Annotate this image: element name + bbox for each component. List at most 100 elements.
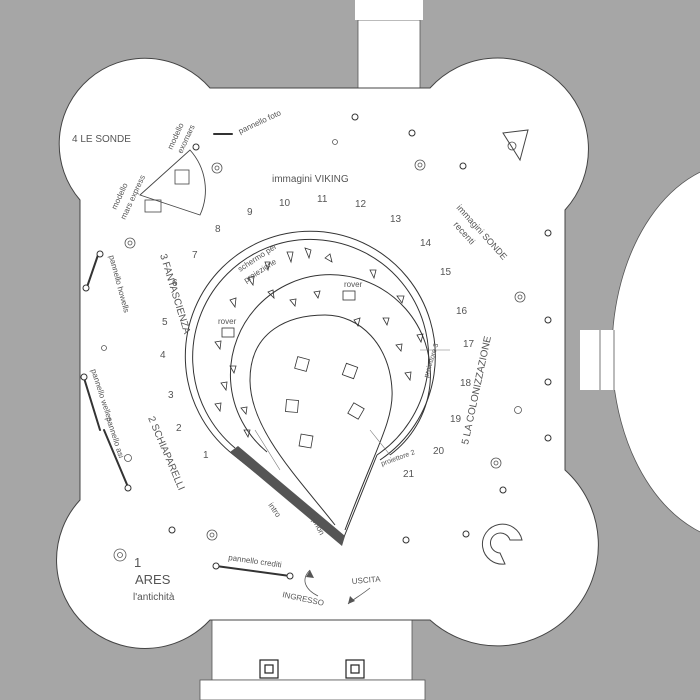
label-ares: ARES: [135, 572, 171, 587]
seat-number: 5: [162, 317, 168, 328]
seat: [286, 251, 294, 264]
seat-number: 8: [215, 224, 221, 235]
marker: [124, 484, 132, 492]
marker: [96, 250, 104, 258]
seat: [214, 340, 222, 351]
seat: [289, 298, 297, 307]
seat: [404, 371, 412, 382]
label-rover-1: rover: [344, 280, 363, 289]
entrance-vestibule: [211, 619, 413, 681]
marker: [80, 373, 88, 381]
seat: [416, 333, 424, 344]
seat-number: 7: [192, 250, 198, 261]
seat: [324, 253, 333, 263]
display-triangle: [502, 129, 529, 162]
label-sonde: 4 LE SONDE: [72, 134, 131, 145]
ingresso-arrow: [304, 569, 319, 597]
seat: [243, 429, 251, 439]
seat-number: 15: [440, 267, 452, 278]
seat: [369, 269, 377, 280]
seat-large: [298, 433, 314, 449]
spiral-outer-wall-inner: [192, 238, 430, 456]
seat-number: 1: [203, 450, 209, 461]
entrance-columns: [259, 659, 365, 679]
seat-number: 10: [279, 198, 291, 209]
light-icon: [124, 237, 136, 249]
spiral-enclosure: [184, 230, 450, 546]
seat-large: [347, 402, 365, 420]
seat-number: 2: [176, 423, 182, 434]
seat: [395, 343, 403, 352]
seat-number: 6: [172, 278, 178, 289]
seat: [264, 261, 271, 272]
marker: [82, 284, 90, 292]
seat-large: [341, 362, 359, 380]
label-ares-sub: l'antichità: [133, 592, 175, 603]
model-displays: [139, 149, 206, 216]
marker: [402, 536, 410, 544]
light-icon: [101, 345, 107, 351]
light-icon: [113, 548, 127, 562]
model-display-sector: [139, 149, 206, 216]
marker: [544, 229, 552, 237]
seat-number: 16: [456, 306, 468, 317]
seat: [304, 247, 312, 260]
inner-projection-room: [249, 314, 393, 531]
marker: [544, 316, 552, 324]
panels: [83, 133, 291, 577]
seat-number: 17: [463, 339, 475, 350]
side-passage: [580, 330, 640, 390]
panel-crediti: [215, 565, 291, 577]
seats: [214, 247, 424, 449]
light-icon: [514, 291, 526, 303]
marker: [212, 562, 220, 570]
panel-welles: [83, 377, 101, 431]
seat-number: 11: [317, 194, 328, 205]
seat-numbers: 1 2 3 4 5 6 7 8 9 10 11 12 13 14 15 16 1…: [160, 194, 475, 480]
seat: [229, 365, 237, 375]
seat-large: [294, 356, 310, 372]
marker: [462, 530, 470, 538]
panel-asi: [103, 429, 129, 488]
seat: [267, 289, 275, 300]
seat-large: [285, 399, 299, 413]
seat: [382, 317, 390, 327]
seat-number: 13: [390, 214, 402, 225]
spiral-inner-wall: [229, 274, 431, 456]
label-uscita: USCITA: [351, 574, 381, 586]
seat: [247, 275, 255, 287]
seat: [353, 317, 361, 327]
seat: [220, 381, 228, 392]
seat: [313, 290, 321, 299]
exomars-model: [174, 169, 190, 185]
entrance-step: [199, 679, 426, 700]
seat-number: 20: [433, 446, 445, 457]
seat-number: 18: [460, 378, 472, 389]
label-rover-2: rover: [218, 317, 237, 326]
seat-number: 9: [247, 207, 253, 218]
light-icon: [124, 454, 132, 462]
panel-howells: [85, 254, 99, 291]
marker: [351, 113, 359, 121]
seat-number: 12: [355, 199, 367, 210]
rover-model: [342, 290, 356, 301]
seat: [229, 297, 237, 309]
seat-number: 21: [403, 469, 415, 480]
rover-model: [221, 327, 235, 338]
light-icon: [490, 457, 502, 469]
seat-number: 14: [420, 238, 432, 249]
light-fixtures: [101, 139, 526, 562]
stair-landing: [355, 0, 423, 20]
seat: [240, 406, 248, 415]
marker: [459, 162, 467, 170]
light-icon: [514, 406, 522, 414]
marker: [499, 486, 507, 494]
light-icon: [332, 139, 338, 145]
light-icon: [414, 159, 426, 171]
label-ares-number: 1: [134, 555, 141, 570]
seat: [396, 295, 405, 304]
display-crescent: [481, 523, 523, 565]
marker: [192, 143, 200, 151]
